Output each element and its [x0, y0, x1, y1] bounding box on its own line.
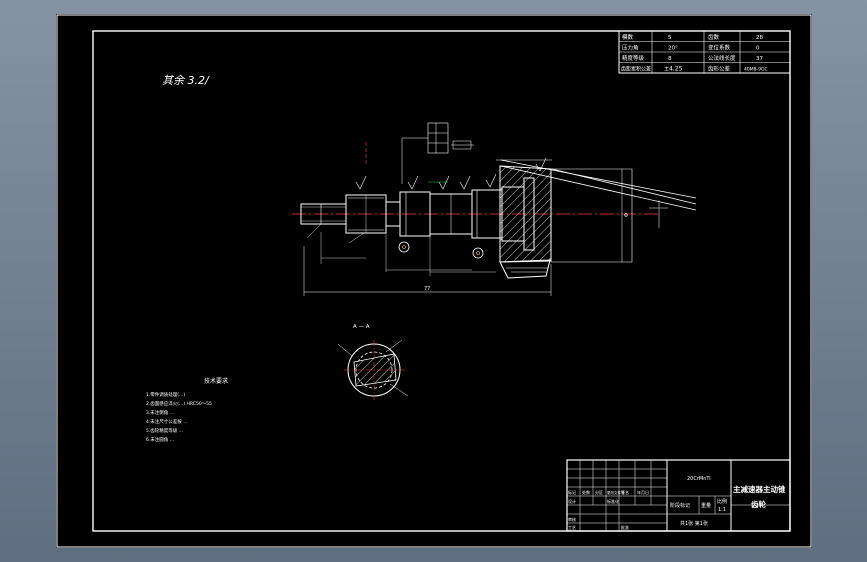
param-cell: 5 [668, 35, 672, 41]
inner-border [92, 30, 791, 532]
outer-border [56, 14, 812, 548]
tb-label: 标准化 [607, 498, 619, 504]
param-cell: 精度等级 [622, 54, 645, 62]
section-label: A — A [353, 324, 370, 330]
tech-line: 3.未注倒角 ... [146, 409, 174, 416]
stage-label: 阶段标记 [670, 502, 690, 509]
roughness-note: 其余 3.2/ [162, 74, 210, 87]
sheet-info: 共1张 第1张 [680, 520, 708, 527]
tech-line: 2.齿面感应淬火(...) HRC50～55 [146, 400, 212, 407]
tb-label: 处数 [582, 489, 590, 495]
tb-label: 签名 [621, 489, 629, 495]
tb-label: 标记 [568, 489, 576, 495]
tb-label: 年月日 [637, 489, 649, 495]
tb-label: 工艺 [568, 525, 576, 530]
tech-line: 5.齿轮精度等级 ... [146, 427, 183, 434]
shaft-gear-view: Φ 77 [292, 122, 697, 296]
param-table: 模数 5 齿数 28 压力角 20° 变位系数 0 精度等级 8 公法线长度 3… [618, 30, 791, 74]
tb-label: 分区 [595, 489, 603, 495]
tb-label: 审核 [568, 516, 576, 522]
param-cell: 变位系数 [708, 44, 731, 52]
drawing-sheet: 模数 5 齿数 28 压力角 20° 变位系数 0 精度等级 8 公法线长度 3… [56, 14, 812, 548]
param-cell: 压力角 [622, 44, 639, 52]
tech-line: 6.未注圆角 ... [146, 436, 174, 443]
tb-label: 更改文件号 [607, 490, 625, 495]
param-cell: 模数 [622, 33, 634, 41]
weight-label: 重量 [701, 502, 711, 509]
part-name: 主减速器主动锥 [733, 484, 786, 494]
tech-line: 4.未注尺寸公差按 ... [146, 418, 188, 425]
param-cell: 40M8-9GC [744, 67, 768, 73]
param-cell: 37 [756, 56, 763, 62]
param-cell: 28 [756, 35, 763, 41]
tb-label: 批准 [621, 524, 629, 530]
part-name-2: 齿轮 [751, 499, 766, 509]
param-cell: 齿距累积公差 [621, 66, 651, 73]
param-cell: ±4.25 [664, 66, 683, 73]
param-cell: 齿形公差 [708, 65, 731, 73]
tech-line: 1.零件调质处理(...) [146, 391, 185, 398]
drawing-canvas: 模数 5 齿数 28 压力角 20° 变位系数 0 精度等级 8 公法线长度 3… [56, 14, 812, 548]
tb-label: 设计 [568, 498, 576, 504]
material-text: 20CrMnTi [687, 476, 711, 482]
tech-title: 技术要求 [204, 377, 228, 385]
param-cell: 20° [668, 46, 678, 52]
param-cell: 齿数 [708, 33, 720, 41]
title-block: 20CrMnTi 阶段标记 重量 比例 1:1 共1张 第1张 主减速器主动锥 … [566, 459, 791, 532]
param-cell: 0 [756, 46, 760, 52]
param-cell: 公法线长度 [708, 54, 736, 62]
section-view: A — A [337, 324, 409, 400]
scale-value: 1:1 [718, 507, 726, 513]
tech-requirements: 技术要求 1.零件调质处理(...) 2.齿面感应淬火(...) HRC50～5… [146, 377, 228, 443]
dim-text: Φ [624, 213, 628, 219]
param-cell: 8 [668, 56, 672, 62]
dim-text: 77 [424, 286, 430, 292]
scale-label: 比例 [717, 498, 727, 505]
